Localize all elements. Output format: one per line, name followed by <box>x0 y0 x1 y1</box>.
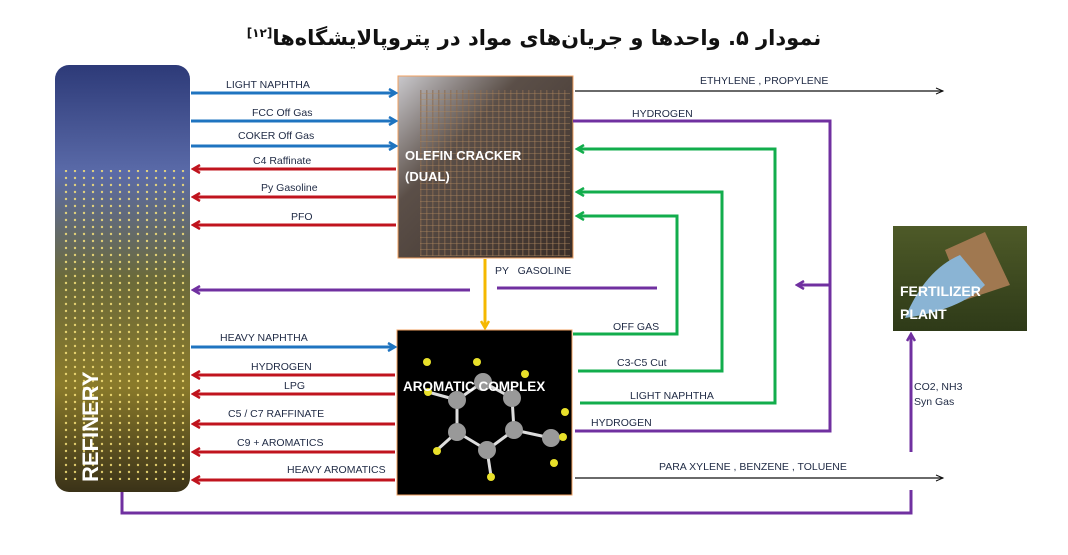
label-c4-raffinate: C4 Raffinate <box>253 155 311 167</box>
label-light-naphtha: LIGHT NAPHTHA <box>226 79 310 91</box>
label-hydrogen: HYDROGEN <box>251 361 312 373</box>
refinery-to-fertilizer-line <box>120 490 913 515</box>
fertilizer-plant-unit: FERTILIZER PLANT <box>893 226 1027 331</box>
olefin-cracker-label-2: (DUAL) <box>405 169 450 184</box>
label-heavy-naphtha: HEAVY NAPHTHA <box>220 332 308 344</box>
label-hydrogen-top: HYDROGEN <box>632 108 693 120</box>
aromatic-complex-unit: AROMATIC COMPLEX <box>396 329 573 496</box>
label-fcc-off-gas: FCC Off Gas <box>252 107 312 119</box>
label-pfo: PFO <box>291 211 313 223</box>
aromatic-complex-label: AROMATIC COMPLEX <box>403 379 545 394</box>
label-coker-off-gas: COKER Off Gas <box>238 130 314 142</box>
label-py-gasoline-transfer: PY GASOLINE <box>495 265 571 277</box>
label-c5-c7-raffinate: C5 / C7 RAFFINATE <box>228 408 324 420</box>
light-naphtha-green-loop <box>577 149 777 405</box>
refinery-label: REFINERY <box>78 371 103 482</box>
label-co2-nh3: CO2, NH3 <box>914 381 963 393</box>
label-c3-c5-cut: C3-C5 Cut <box>617 357 667 369</box>
label-syn-gas: Syn Gas <box>914 396 954 408</box>
title-reference: [۱۲] <box>246 26 273 40</box>
hydrogen-loop <box>573 119 832 433</box>
olefin-cracker-unit: OLEFIN CRACKER (DUAL) <box>397 75 574 259</box>
figure-title: نمودار ۵. واحدها و جریان‌های مواد در پتر… <box>0 26 1068 50</box>
label-aromatics-products: PARA XYLENE , BENZENE , TOLUENE <box>659 461 847 473</box>
label-hydrogen-bottom: HYDROGEN <box>591 417 652 429</box>
fertilizer-label-2: PLANT <box>900 306 947 322</box>
title-text: نمودار ۵. واحدها و جریان‌های مواد در پتر… <box>272 26 822 50</box>
label-ethylene-propylene: ETHYLENE , PROPYLENE <box>700 75 828 87</box>
label-heavy-aromatics: HEAVY AROMATICS <box>287 464 386 476</box>
label-light-naphtha-return: LIGHT NAPHTHA <box>630 390 714 402</box>
olefin-cracker-label: OLEFIN CRACKER <box>405 148 522 163</box>
c3-c5-green-loop <box>577 192 724 373</box>
off-gas-green-loop <box>573 216 679 336</box>
refinery-unit: REFINERY <box>55 65 190 492</box>
label-c9-aromatics: C9 + AROMATICS <box>237 437 323 449</box>
label-off-gas: OFF GAS <box>613 321 659 333</box>
fertilizer-label: FERTILIZER <box>900 283 981 299</box>
label-lpg: LPG <box>284 380 305 392</box>
label-py-gasoline: Py Gasoline <box>261 182 318 194</box>
